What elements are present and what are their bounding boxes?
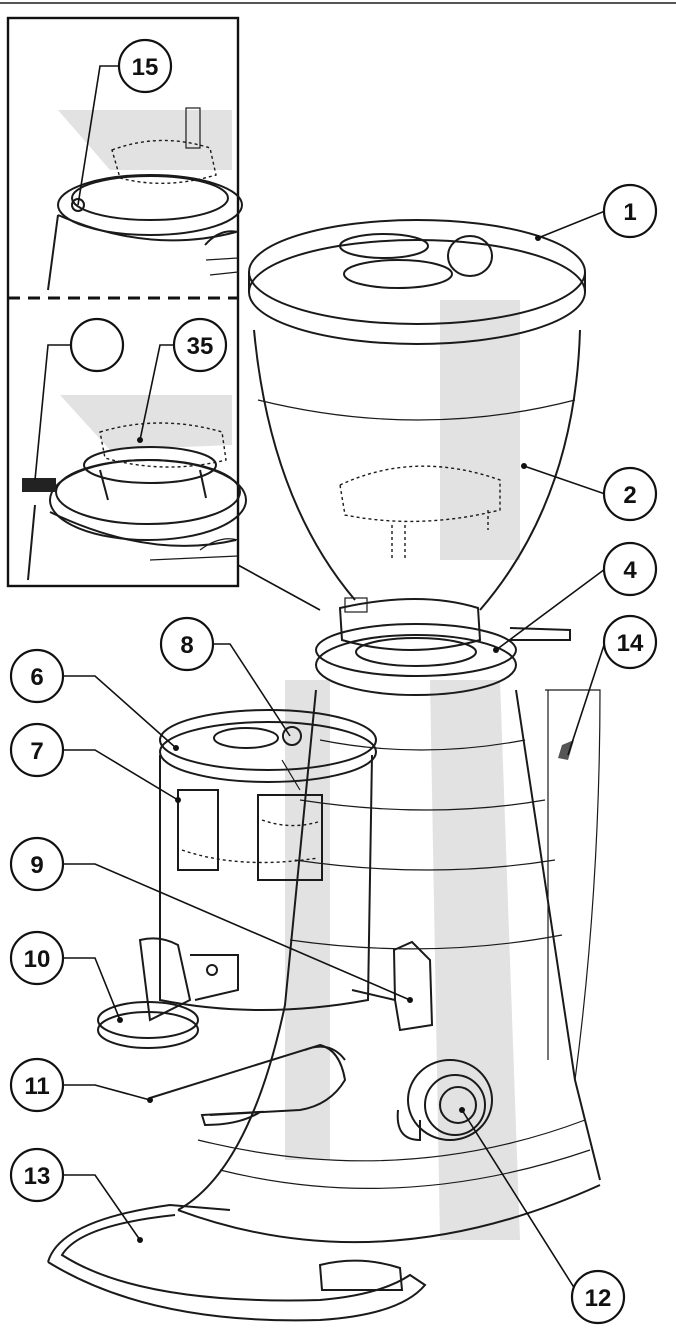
callout-14-label: 14 [617, 630, 644, 657]
hopper-lid [248, 219, 586, 325]
leader-35 [139, 344, 178, 441]
inset-shutter-open [22, 395, 247, 581]
callout-10-label: 10 [24, 946, 51, 973]
callout-8-label: 8 [180, 632, 193, 659]
callout-1: 1 [602, 183, 658, 239]
body-shade-right [430, 680, 520, 1240]
leader-11 [61, 1084, 151, 1101]
inset-pointer [237, 564, 321, 611]
callout-2-label: 2 [623, 482, 636, 509]
grinder-body [177, 689, 601, 1211]
callout-35-label: 35 [187, 333, 214, 360]
body-shade-left [285, 680, 330, 1160]
callout-8: 8 [159, 616, 215, 672]
tamper [97, 937, 239, 1049]
adjuster-knob [396, 1059, 493, 1142]
bean-hopper [248, 219, 586, 611]
inset-shutter-closed [47, 107, 243, 291]
callout-14: 14 [602, 614, 658, 670]
callout-13: 13 [9, 1147, 65, 1203]
leader-6 [61, 675, 177, 749]
inset-panel [6, 16, 247, 588]
callout-9-label: 9 [30, 852, 43, 879]
side-switch [558, 740, 574, 760]
callout-1-label: 1 [623, 199, 636, 226]
dosing-lever [351, 940, 434, 1032]
doser-knob [282, 726, 302, 746]
hopper-left-wall [253, 329, 356, 601]
callout-15-label: 15 [132, 54, 159, 81]
doser-container [159, 709, 377, 1011]
leader-lines [34, 65, 630, 1298]
hopper-shade [440, 300, 520, 560]
doser-window-left [177, 789, 219, 871]
leader-9 [61, 863, 411, 1001]
callout-blank [69, 317, 125, 373]
inset-frame [6, 16, 240, 588]
callout-13-label: 13 [24, 1163, 51, 1190]
shutter-lever [22, 478, 56, 492]
callout-9: 9 [9, 836, 65, 892]
callout-7: 7 [9, 722, 65, 778]
leader-13 [61, 1174, 141, 1241]
leader-blank [34, 344, 72, 481]
callout-4: 4 [602, 541, 658, 597]
callout-6-label: 6 [30, 664, 43, 691]
callout-35: 35 [172, 317, 228, 373]
hopper-shutter-plate [339, 465, 501, 523]
grinder-base [177, 1119, 601, 1244]
drip-tray [47, 1203, 427, 1322]
callout-12: 12 [570, 1269, 626, 1325]
callout-11-label: 11 [24, 1073, 49, 1100]
callout-6: 6 [9, 648, 65, 704]
callout-2: 2 [602, 466, 658, 522]
leader-10 [61, 957, 121, 1021]
callout-4-label: 4 [623, 557, 637, 584]
leader-7 [61, 749, 179, 801]
callout-15: 15 [117, 38, 173, 94]
doser-lid [159, 709, 377, 771]
leader-8 [211, 643, 291, 737]
grind-collar [315, 597, 571, 696]
hopper-right-wall [479, 329, 581, 611]
doser-window-right [257, 794, 323, 881]
callout-12-label: 12 [585, 1285, 612, 1312]
callout-11: 11 [9, 1057, 65, 1113]
callout-10: 10 [9, 930, 65, 986]
callout-7-label: 7 [30, 738, 43, 765]
grinder-illustration [47, 219, 601, 1322]
leader-15 [77, 65, 122, 206]
callouts: 1 2 4 6 7 8 9 10 [9, 38, 658, 1325]
portafilter-fork [149, 1043, 347, 1127]
